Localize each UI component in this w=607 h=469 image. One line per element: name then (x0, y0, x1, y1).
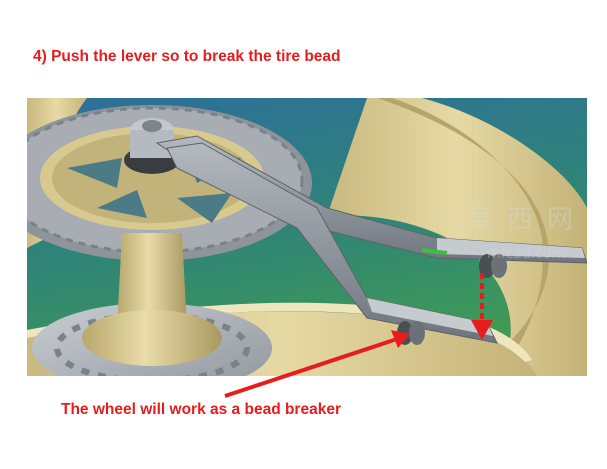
sprocket (27, 105, 312, 261)
annotation-caption: The wheel will work as a bead breaker (61, 401, 341, 418)
lever-lower (166, 142, 498, 344)
roller-wheel-upper (479, 254, 507, 278)
illustration: 草 西 网 mfcad.com (27, 98, 587, 376)
watermark-glyph-1: 草 (467, 205, 493, 235)
watermark-text: mfcad.com (487, 246, 565, 262)
hub-base (82, 310, 222, 366)
rim-outer (327, 98, 587, 376)
watermark-glyph-3: 网 (547, 205, 573, 235)
hub-column (117, 233, 187, 328)
watermark-glyph-2: 西 (507, 205, 533, 235)
step-caption: 4) Push the lever so to break the tire b… (33, 48, 341, 65)
bead-breaker-illustration: 草 西 网 mfcad.com (27, 98, 587, 376)
red-down-arrow-icon (471, 273, 493, 340)
green-contact-mark (421, 248, 448, 255)
watermark: 草 西 网 mfcad.com (467, 205, 573, 262)
